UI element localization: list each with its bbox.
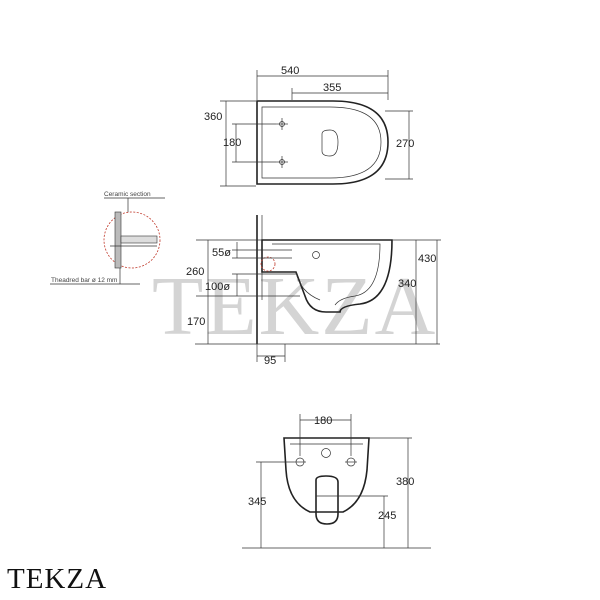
dim-180-front: 180 bbox=[314, 415, 332, 427]
dim-360: 360 bbox=[204, 111, 222, 123]
dim-170: 170 bbox=[187, 316, 205, 328]
dim-430: 430 bbox=[418, 253, 436, 265]
top-view: 540 355 360 180 270 bbox=[204, 65, 414, 187]
front-view: 180 345 380 245 bbox=[242, 414, 431, 549]
dim-380: 380 bbox=[396, 476, 414, 488]
dim-245: 245 bbox=[378, 510, 396, 522]
dim-100-diameter: 100ø bbox=[205, 281, 230, 293]
dim-270: 270 bbox=[396, 138, 414, 150]
dim-345: 345 bbox=[248, 496, 266, 508]
threaded-bar-label: Theadred bar ø 12 mm bbox=[51, 277, 117, 284]
dim-355: 355 bbox=[323, 82, 341, 94]
dim-260: 260 bbox=[186, 266, 204, 278]
brand-logo-text: TEKZA bbox=[7, 563, 108, 595]
ceramic-section-label: Ceramic section bbox=[104, 191, 151, 198]
dim-340: 340 bbox=[398, 278, 416, 290]
side-view: 260 170 55ø 100ø 430 340 95 bbox=[186, 215, 441, 367]
dim-180-top: 180 bbox=[223, 137, 241, 149]
dim-540: 540 bbox=[281, 65, 299, 77]
dim-55-diameter: 55ø bbox=[212, 247, 231, 259]
detail-view: Ceramic section Theadred bar ø 12 mm bbox=[50, 191, 165, 285]
dim-95: 95 bbox=[264, 355, 276, 367]
